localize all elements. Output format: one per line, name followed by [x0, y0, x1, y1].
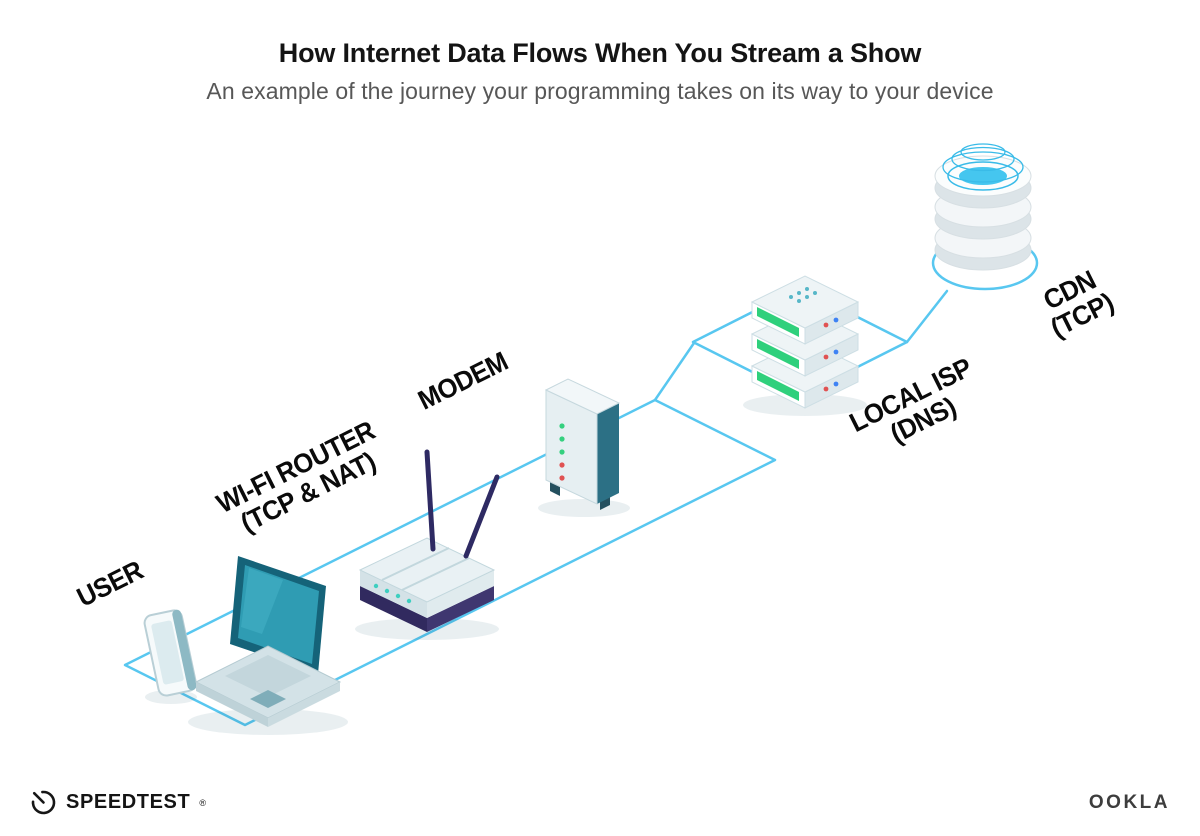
server-unit-top [750, 275, 860, 345]
speedtest-wordmark: SPEEDTEST [66, 791, 191, 813]
cdn-water-fill [959, 167, 1007, 185]
laptop-icon [194, 556, 342, 727]
speedtest-trademark: ® [199, 797, 206, 808]
router-leds [373, 583, 412, 604]
cdn-database-icon [934, 143, 1032, 271]
path-isp-to-cdn [905, 289, 949, 344]
router-antenna-right [463, 474, 500, 559]
router-antenna-left [424, 449, 436, 552]
user-devices-icon [143, 556, 342, 727]
cdn-swirl-rings [942, 143, 1024, 183]
path-strip [123, 398, 777, 727]
phone-icon [143, 609, 197, 697]
server-vent-dots [789, 287, 817, 303]
speedtest-logo: SPEEDTEST ® [30, 789, 206, 816]
speedtest-gauge-icon [31, 790, 56, 815]
modem-leds [559, 423, 565, 481]
diagram-title: How Internet Data Flows When You Stream … [278, 38, 922, 68]
wifi-router-icon [358, 449, 500, 632]
ookla-logo: OOKLA [1089, 792, 1170, 814]
isp-server-icon [750, 275, 860, 409]
ookla-wordmark: OOKLA [1088, 792, 1170, 813]
modem-icon [544, 378, 621, 510]
laptop-trackpad [250, 690, 286, 708]
diagram-subtitle: An example of the journey your programmi… [206, 78, 994, 104]
path-modem-to-isp [653, 341, 696, 402]
